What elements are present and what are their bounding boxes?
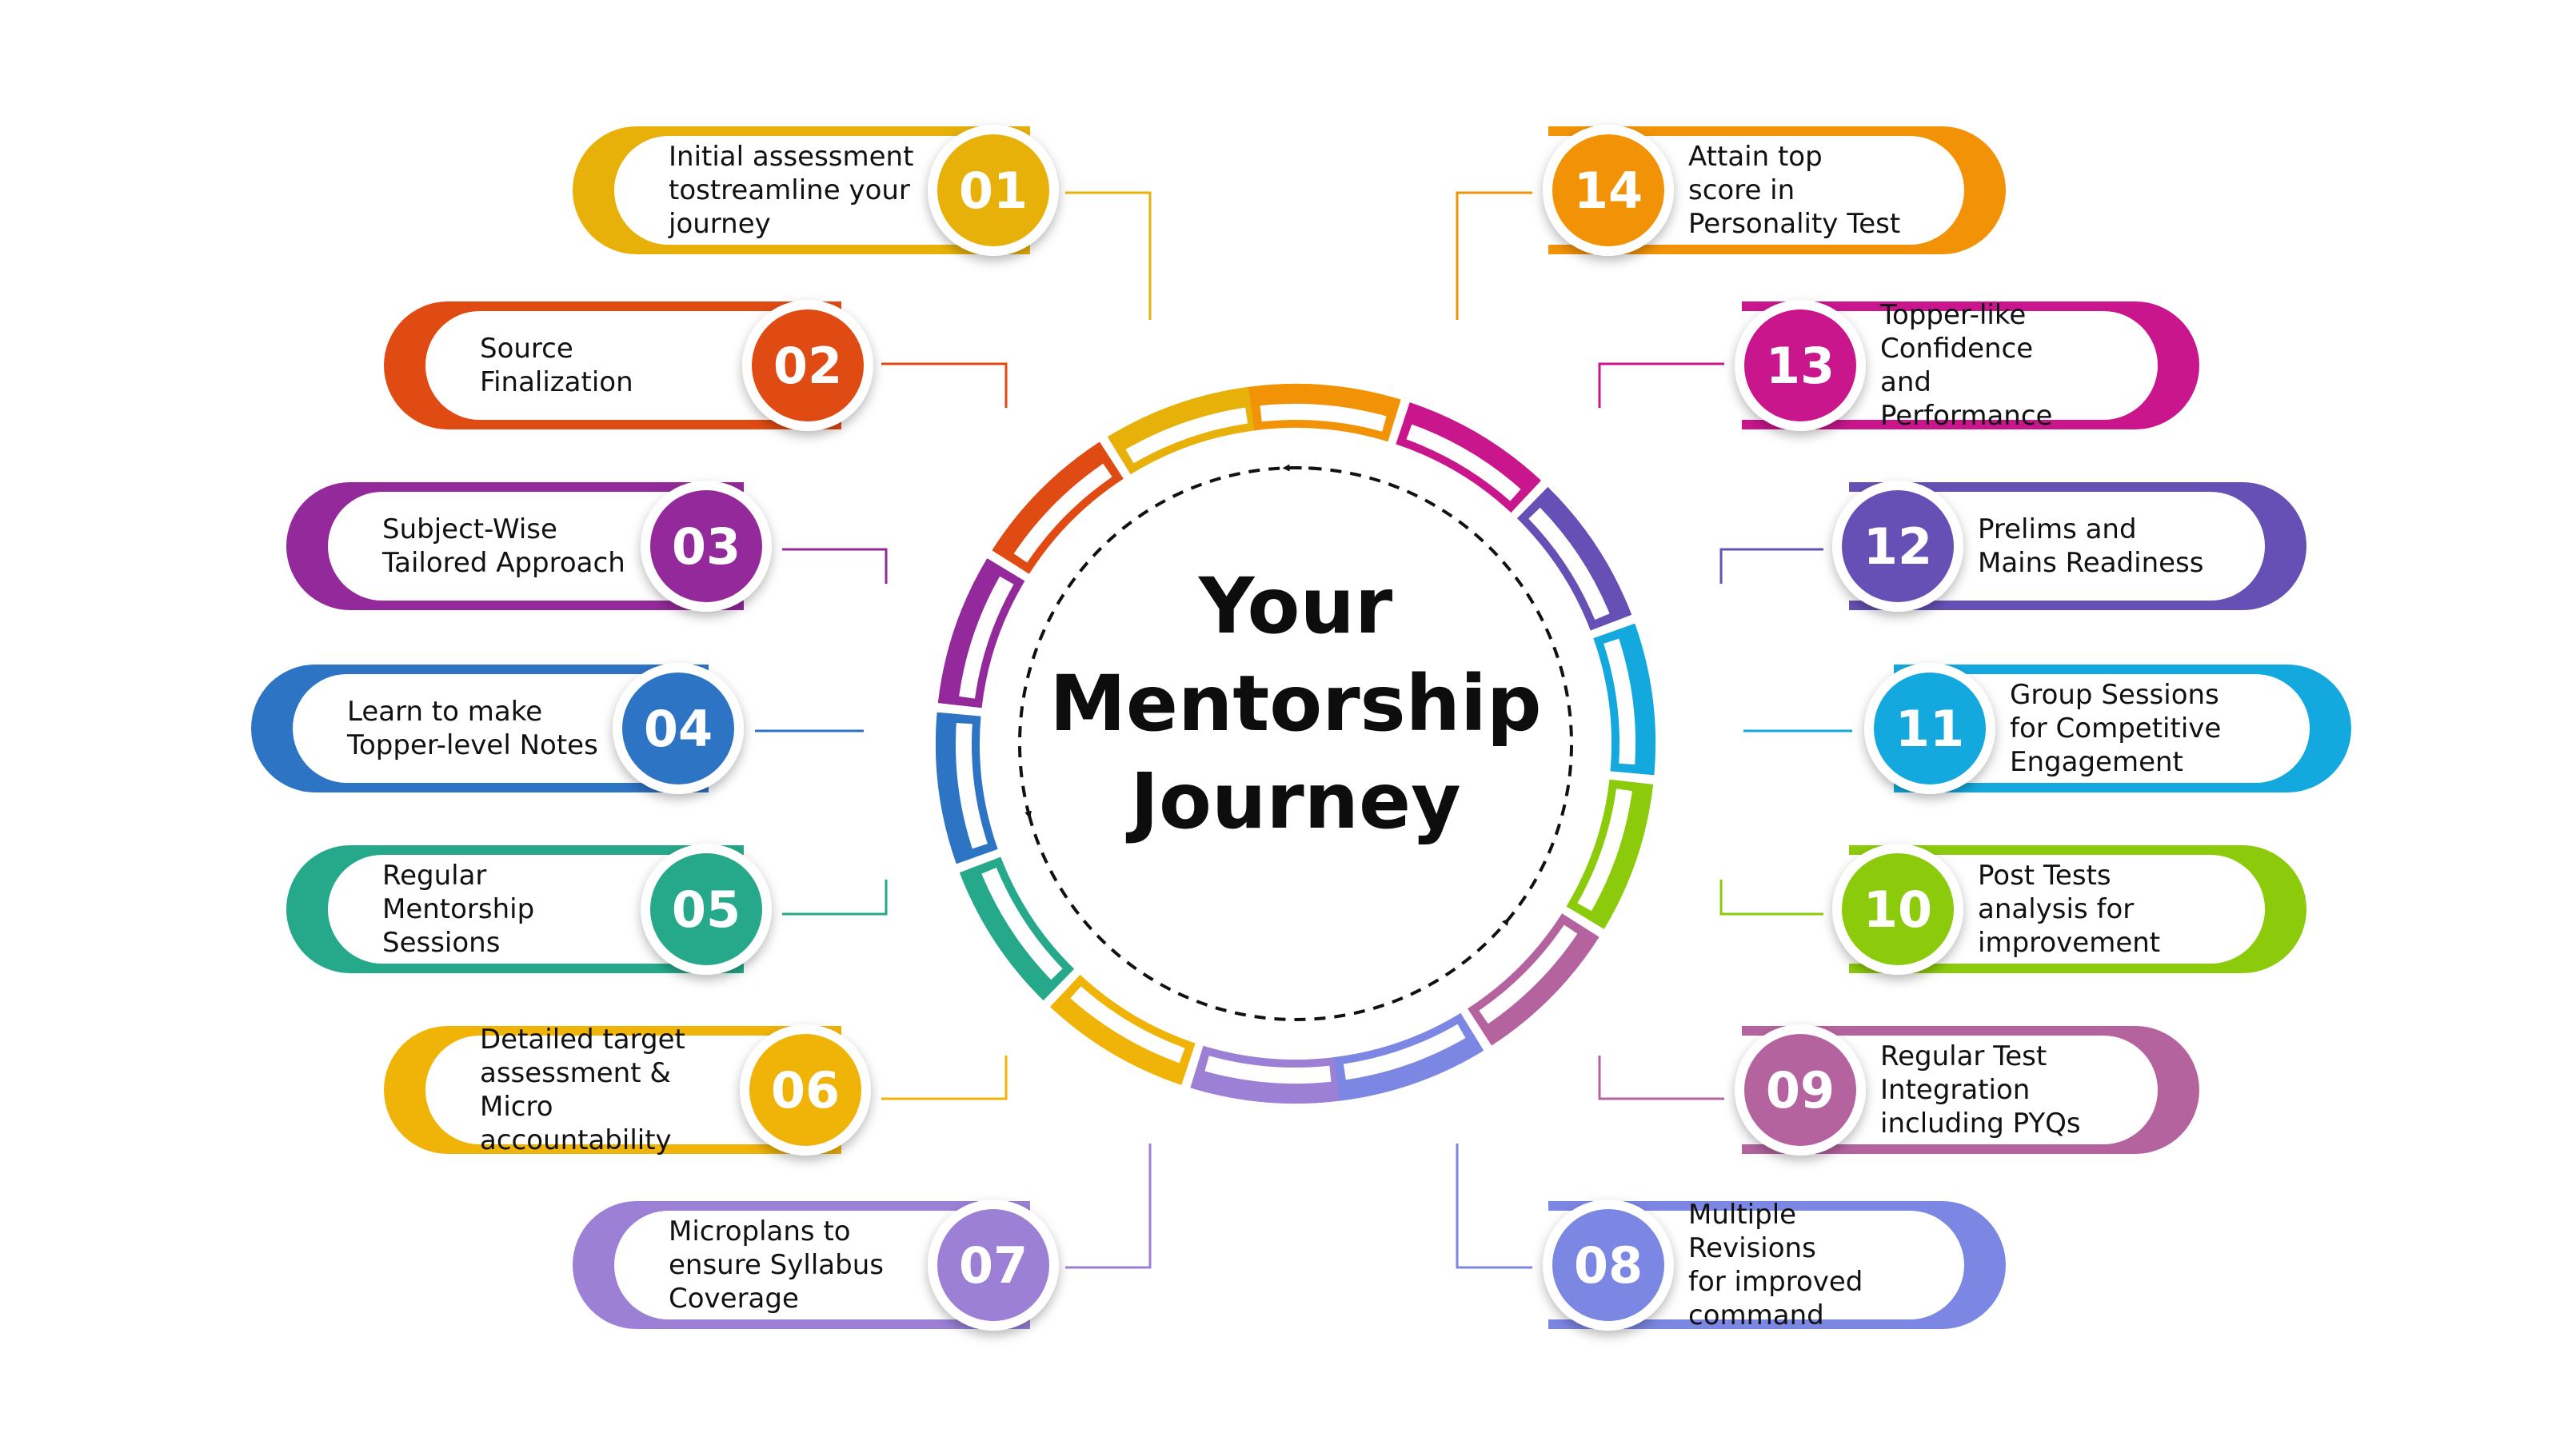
- number-badge: [1874, 673, 1986, 784]
- number-badge: [650, 853, 762, 965]
- step-12: 12: [1832, 481, 2306, 612]
- step-number: 09: [1766, 1061, 1835, 1120]
- flow-arrow-left: [1018, 466, 1320, 819]
- connector-line: [1719, 880, 1823, 916]
- step-number: 07: [959, 1236, 1028, 1295]
- ring-segment-band: [1336, 1033, 1484, 1101]
- ring-segment-band: [1480, 926, 1600, 1046]
- ring-segment-band: [1107, 386, 1255, 454]
- step-label: Prelims and Mains Readiness: [1978, 513, 2204, 579]
- pill-body: [293, 674, 725, 783]
- ring-segment-band: [1587, 782, 1654, 929]
- step-number: 13: [1766, 337, 1835, 395]
- connector-line: [1456, 191, 1534, 320]
- ring-segment-band: [1050, 992, 1188, 1085]
- step-10: 10: [1832, 844, 2306, 975]
- ring-segment-inner: [1406, 413, 1529, 501]
- step-label: Multiple Revisions for improved command: [1688, 1199, 1863, 1331]
- number-badge: [650, 490, 762, 602]
- step-07: 07: [573, 1200, 1059, 1331]
- step-label: Post Tests analysis for improvement: [1978, 860, 2161, 959]
- step-13: 13: [1726, 300, 2199, 431]
- step-number: 08: [1574, 1236, 1643, 1295]
- ring-segment-band: [959, 865, 1058, 1000]
- step-label: Topper-like Confidence and Performance: [1880, 299, 2053, 432]
- connector-line: [782, 548, 888, 584]
- ring-segment-inner: [1062, 986, 1185, 1075]
- number-badge: [1842, 490, 1954, 602]
- step-number: 02: [773, 337, 842, 395]
- ring-segment-inner: [970, 867, 1063, 988]
- number-badge: [937, 1209, 1049, 1321]
- connector-line: [1598, 362, 1724, 408]
- step-label: Learn to make Topper-level Notes: [347, 696, 598, 761]
- connector-line: [1065, 191, 1152, 320]
- number-badge: [622, 673, 734, 784]
- step-number: 11: [1895, 700, 1964, 758]
- step-number: 12: [1863, 517, 1932, 576]
- step-09: 09: [1726, 1024, 2199, 1156]
- step-label: Group Sessions for Competitive Engagemen…: [2010, 679, 2222, 778]
- step-number: 03: [672, 517, 741, 576]
- progress-ring: [935, 384, 1655, 1104]
- step-label: Regular Mentorship Sessions: [382, 860, 535, 959]
- step-label: Detailed target assessment & Micro accou…: [480, 1024, 685, 1156]
- number-badge: [1744, 1034, 1856, 1146]
- step-01: 01: [573, 125, 1059, 256]
- connector-lines: [755, 191, 1852, 1269]
- ring-segment-band: [1403, 402, 1541, 496]
- connector-line: [881, 1056, 1008, 1100]
- step-label: Regular Test Integration including PYQs: [1880, 1040, 2081, 1140]
- step-11: 11: [1864, 663, 2351, 794]
- connector-line: [881, 362, 1008, 408]
- connector-line: [1456, 1144, 1534, 1269]
- step-label: Microplans to ensure Syllabus Coverage: [669, 1215, 884, 1315]
- connector-line: [1065, 1144, 1152, 1269]
- step-06: 06: [384, 1024, 871, 1156]
- step-number: 10: [1863, 880, 1932, 939]
- ring-segment-band: [935, 712, 976, 864]
- step-label: Source Finalization: [480, 333, 633, 398]
- ring-segment-band: [1190, 1068, 1343, 1104]
- step-number: 05: [672, 880, 741, 939]
- step-number: 01: [959, 162, 1028, 220]
- ring-segment-band: [1615, 623, 1655, 776]
- step-number: 06: [771, 1061, 840, 1120]
- step-08: 08: [1532, 1200, 2006, 1331]
- step-04: 04: [251, 663, 744, 794]
- step-03: 03: [286, 481, 772, 612]
- step-14: 14: [1532, 125, 2006, 256]
- step-label: Initial assessment tostreamline your jou…: [669, 141, 914, 240]
- number-badge: [1552, 134, 1664, 246]
- connector-line: [782, 880, 888, 916]
- ring-segment-inner: [1528, 499, 1621, 621]
- step-pills: 01 02 03 04 05 06 07 08 09 10 11 12 13 14: [251, 125, 2351, 1331]
- number-badge: [1552, 1209, 1664, 1321]
- number-badge: [1744, 309, 1856, 421]
- step-label: Attain top score in Personality Test: [1688, 141, 1901, 240]
- step-label: Subject-Wise Tailored Approach: [382, 513, 625, 579]
- step-02: 02: [384, 300, 873, 431]
- ring-segment-inner: [1004, 453, 1112, 563]
- connector-line: [1598, 1056, 1724, 1100]
- flow-arrow-bottom: [1027, 814, 1510, 1021]
- step-05: 05: [286, 844, 772, 975]
- diagram-title: Your Mentorship Journey: [1049, 561, 1542, 846]
- number-badge: [752, 309, 864, 421]
- ring-segment-band: [937, 558, 1004, 705]
- number-badge: [937, 134, 1049, 246]
- ring-segment-inner: [1479, 924, 1588, 1034]
- ring-segment-band: [1533, 487, 1632, 622]
- ring-segment-band: [1248, 384, 1401, 419]
- number-badge: [1842, 853, 1954, 965]
- number-badge: [749, 1034, 861, 1146]
- ring-segment-band: [992, 441, 1111, 561]
- step-number: 14: [1574, 162, 1643, 220]
- connector-line: [1719, 548, 1823, 584]
- step-number: 04: [644, 700, 713, 758]
- flow-arrows: [1018, 464, 1573, 1021]
